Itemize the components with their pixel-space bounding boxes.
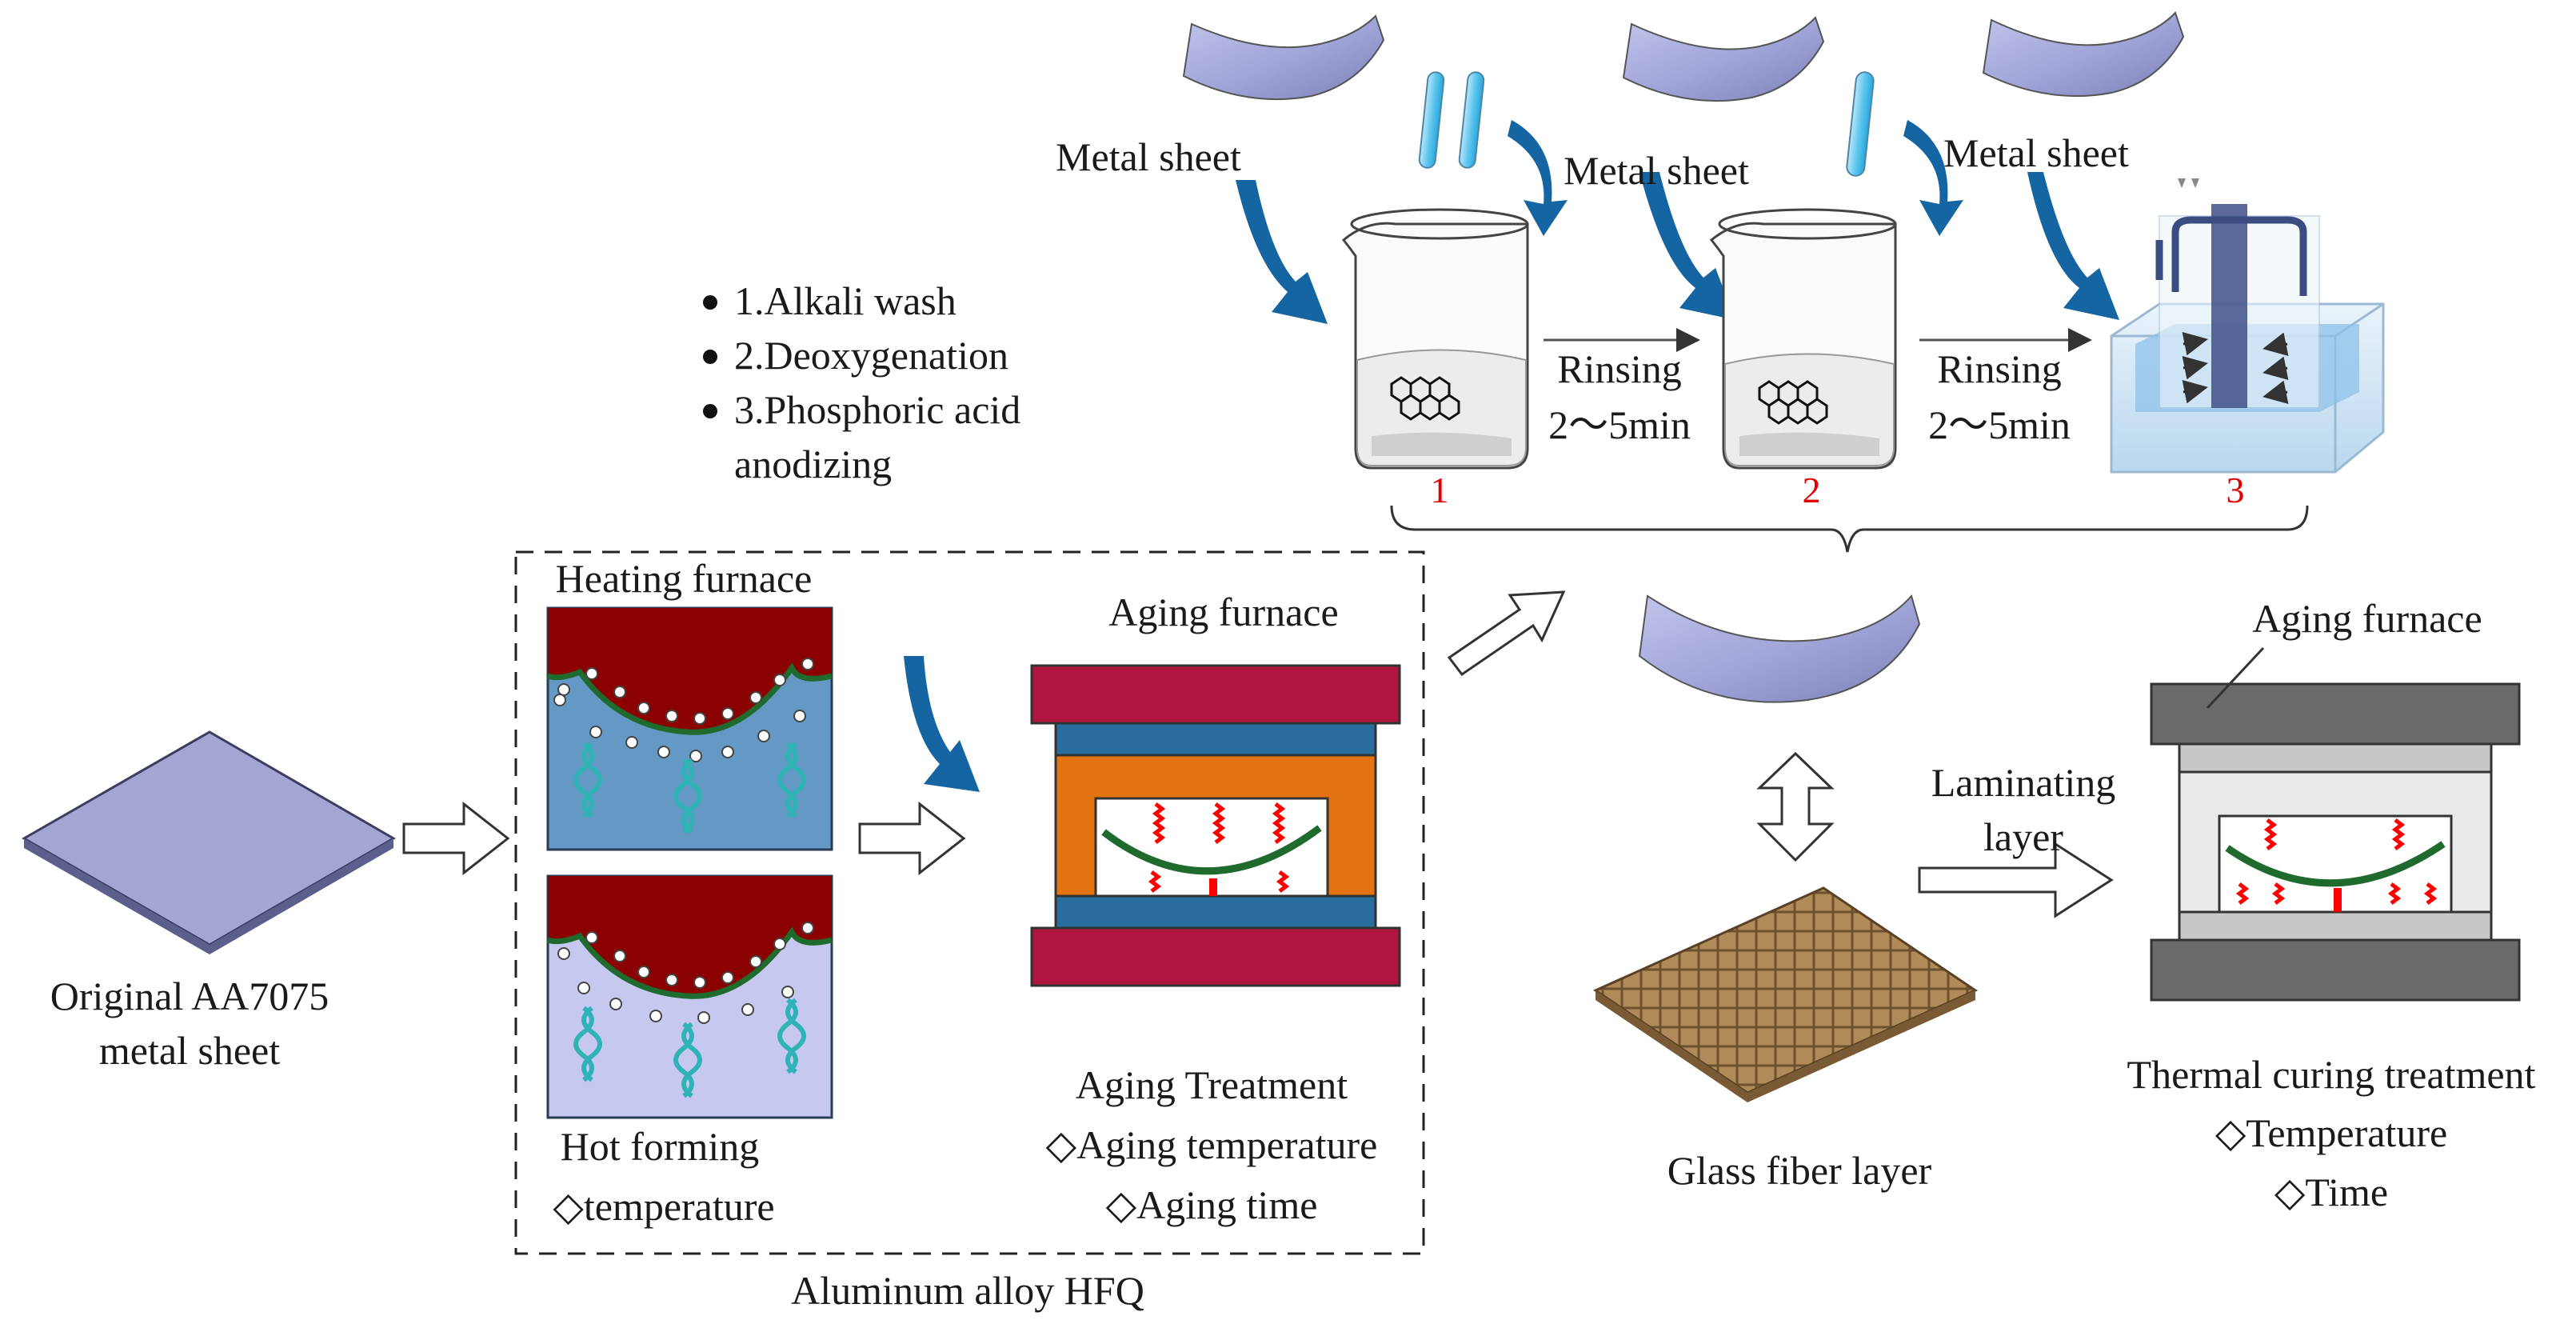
hfq-caption: Aluminum alloy HFQ	[791, 1268, 1144, 1313]
treatment-step-3: 3.Phosphoric acid	[734, 387, 1020, 432]
heating-furnace-die	[546, 606, 833, 851]
curved-metal-sheet	[1638, 594, 1921, 703]
metal-sheet-label-3: Metal sheet	[1943, 130, 2129, 175]
original-metal-sheet	[21, 730, 396, 954]
metal-sheet-label-1: Metal sheet	[1056, 134, 1241, 179]
aging-treatment-label: Aging Treatment	[1076, 1062, 1348, 1107]
original-sheet-label-1: Original AA7075	[50, 974, 329, 1018]
treatment-step-3-cont: anodizing	[734, 442, 892, 486]
anodizing-cell	[2110, 178, 2385, 474]
aging-furnace-press	[1030, 664, 1401, 987]
beaker-2	[1709, 208, 1897, 470]
rinsing-time-2: 2～5min	[1928, 402, 2071, 447]
blue-curved-arrow	[1236, 180, 1328, 324]
blue-curved-arrow	[2027, 172, 2119, 320]
thermal-curing-label: Thermal curing treatment	[2127, 1052, 2536, 1097]
beaker-1	[1341, 208, 1529, 470]
aging-furnace-label-2: Aging furnace	[2252, 596, 2482, 641]
test-tube-icon	[1418, 71, 1485, 169]
treatment-step-1: 1.Alkali wash	[734, 278, 957, 323]
metal-sheet-label-2: Metal sheet	[1564, 148, 1749, 193]
treatment-steps-list	[703, 295, 717, 418]
curing-time-param: ◇Time	[2274, 1170, 2388, 1214]
hfq-dashed-box	[514, 550, 1425, 1255]
curved-sheet-1	[1182, 14, 1385, 101]
treatment-step-2: 2.Deoxygenation	[734, 333, 1008, 378]
heating-furnace-label: Heating furnace	[556, 556, 813, 601]
aging-time-param: ◇Aging time	[1106, 1182, 1318, 1227]
aging-temperature-param: ◇Aging temperature	[1046, 1122, 1378, 1167]
hot-forming-die	[546, 874, 833, 1119]
step-number-2: 2	[1803, 470, 1821, 510]
laminating-label-1: Laminating	[1931, 760, 2116, 805]
curved-sheet-3	[1982, 11, 2185, 98]
rinsing-time-1: 2～5min	[1548, 402, 1691, 447]
flow-arrow-2	[858, 801, 966, 876]
flow-arrow-1	[402, 801, 510, 876]
blue-curved-arrow	[1903, 120, 1963, 236]
test-tube-icon	[1846, 71, 1875, 177]
glass-fiber-label: Glass fiber layer	[1667, 1148, 1932, 1193]
original-sheet-label-2: metal sheet	[99, 1028, 280, 1073]
grouping-brace	[1390, 505, 2309, 553]
curved-sheet-2	[1622, 16, 1825, 102]
flow-arrow-4	[1918, 842, 2114, 918]
rinsing-label-1: Rinsing	[1557, 346, 1682, 391]
step-number-1: 1	[1431, 470, 1449, 510]
blue-curved-arrow	[1508, 120, 1568, 236]
laminating-label-2: layer	[1983, 814, 2063, 859]
blue-curved-arrow	[904, 656, 980, 792]
curing-press	[2150, 646, 2521, 1002]
hot-forming-param: ◇temperature	[553, 1184, 774, 1229]
glass-fiber-layer	[1592, 886, 1979, 1102]
laminate-double-arrow	[1756, 751, 1835, 862]
hot-forming-label: Hot forming	[561, 1124, 760, 1169]
flow-arrow-3	[1447, 590, 1566, 677]
rinsing-label-2: Rinsing	[1937, 346, 2062, 391]
step-number-3: 3	[2227, 470, 2245, 510]
aging-furnace-label-1: Aging furnace	[1108, 590, 1338, 634]
blue-curved-arrow	[1639, 172, 1735, 320]
curing-temperature-param: ◇Temperature	[2215, 1110, 2447, 1155]
